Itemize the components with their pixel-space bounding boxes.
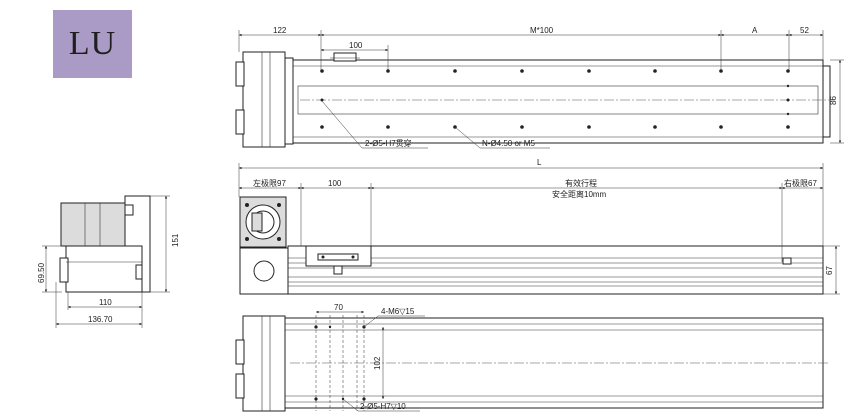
- side-view-body: [65, 245, 143, 293]
- callout-tap-holes: 4-M6▽15: [381, 307, 415, 316]
- bottom-view-motor: [235, 315, 286, 412]
- dim-l: L: [537, 158, 542, 167]
- front-view-motor: [239, 196, 287, 248]
- bottom-view-carriage-holes: [314, 315, 366, 411]
- dim-a: A: [752, 26, 758, 35]
- series-badge-label: LU: [68, 25, 117, 62]
- dim-136-70: 136.70: [88, 315, 113, 324]
- dim-100-front: 100: [328, 179, 342, 188]
- front-view: L 左极限97 100 有效行程 安全距离10mm 右极限67: [238, 158, 840, 295]
- dim-effective-stroke: 有效行程: [565, 178, 597, 188]
- dim-86: 86: [829, 96, 838, 105]
- dim-right-limit: 右极限67: [784, 178, 817, 188]
- dim-left-limit: 左极限97: [253, 178, 286, 188]
- dim-69-50: 69.50: [37, 262, 46, 283]
- top-view-motor: [235, 51, 294, 148]
- dim-110: 110: [99, 298, 112, 307]
- dim-100-top: 100: [349, 41, 363, 50]
- top-view: 122 100 M*100 A 52 86 2-Ø5-H7贯穿 N-Ø4.50 …: [235, 26, 844, 149]
- dim-122: 122: [273, 26, 287, 35]
- top-view-slider-pin: [333, 52, 357, 62]
- top-view-mount-holes: [320, 69, 790, 129]
- top-view-body: [292, 59, 835, 144]
- dim-102: 102: [373, 356, 382, 370]
- side-view-motor: [60, 202, 126, 247]
- bottom-view-body: [284, 317, 830, 409]
- side-view: 151 69.50 110 136.70: [37, 195, 180, 328]
- dim-pitch: M*100: [530, 26, 554, 35]
- callout-pin-through: 2-Ø5-H7贯穿: [365, 138, 412, 148]
- dim-67: 67: [825, 266, 834, 275]
- callout-holes: N-Ø4.50 or M5: [482, 139, 535, 148]
- series-badge: LU: [53, 10, 132, 78]
- front-view-carriage: [305, 245, 372, 275]
- callout-pin-holes: 2-Ø5-H7▽10: [360, 402, 406, 411]
- dim-70: 70: [334, 303, 343, 312]
- bottom-view: 70 102 4-M6▽15 2-Ø5-H7▽10: [235, 303, 830, 412]
- dim-151: 151: [171, 233, 180, 247]
- dim-safety-distance: 安全距离10mm: [552, 189, 607, 199]
- dim-52: 52: [800, 26, 809, 35]
- front-view-body: [287, 245, 824, 295]
